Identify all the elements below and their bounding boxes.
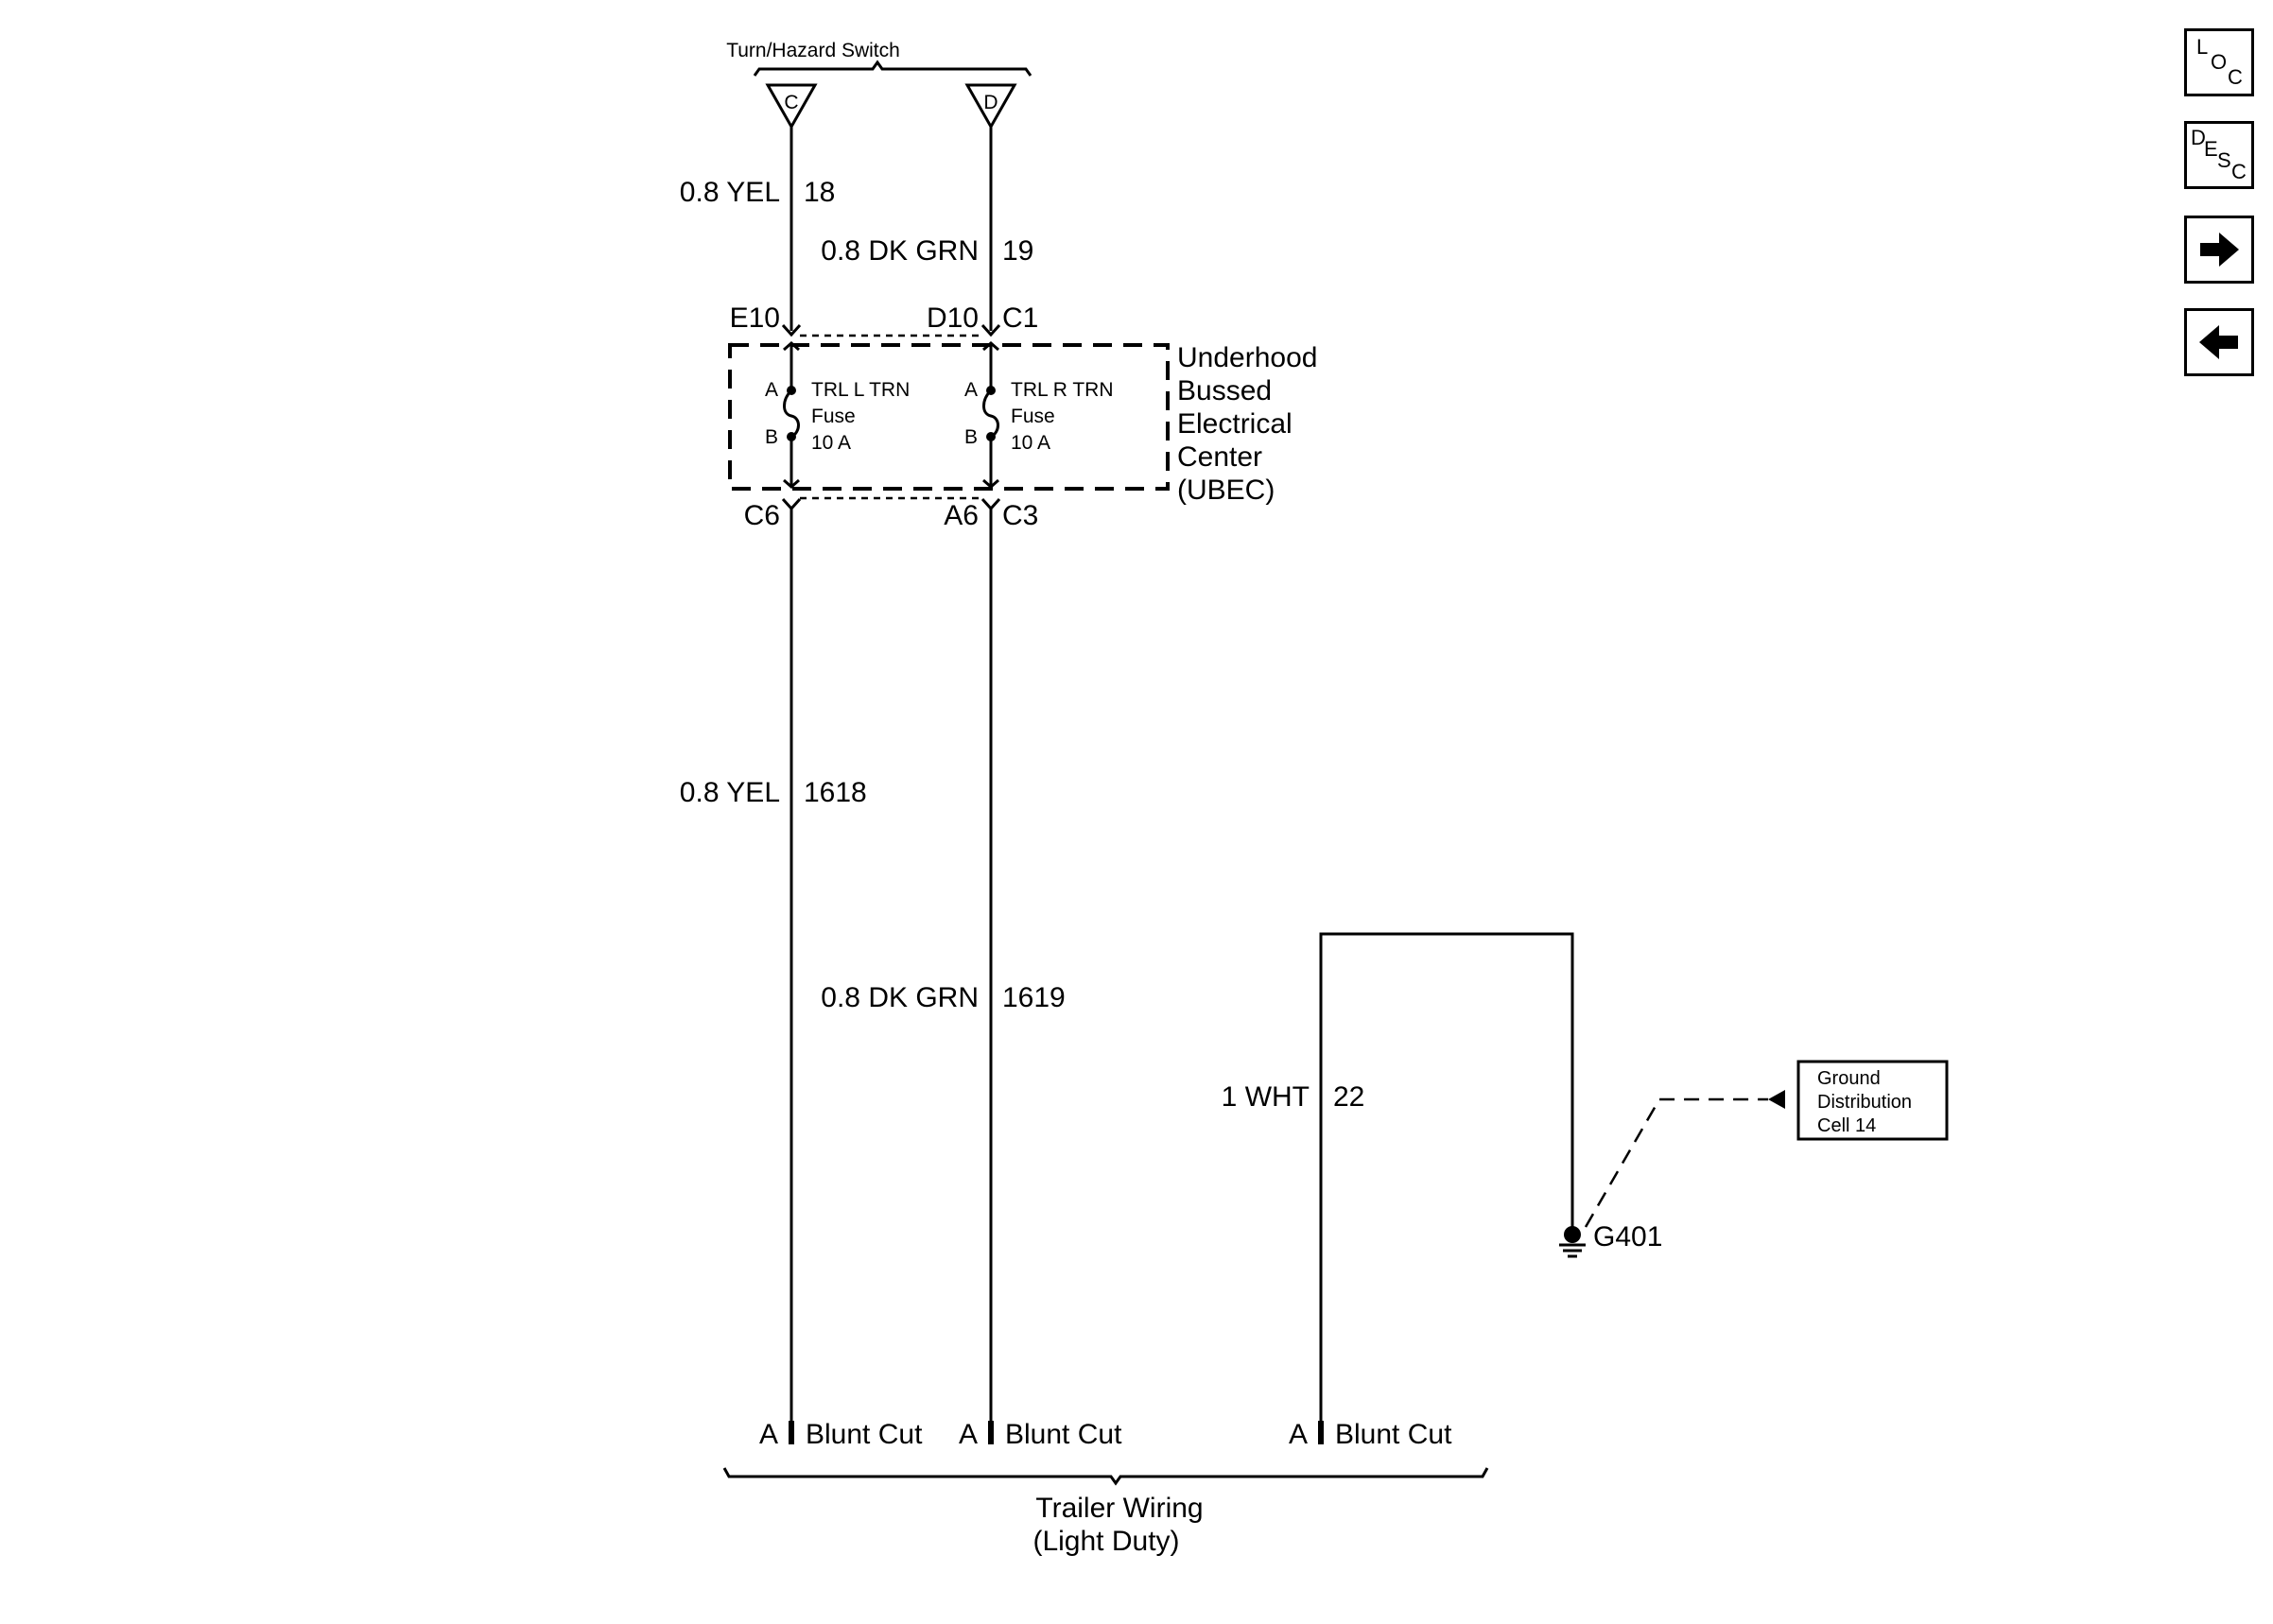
wire-1619-gauge: 0.8 DK GRN — [821, 982, 979, 1013]
switch-pin-c — [765, 83, 818, 130]
blunt-cut-1-label: Blunt Cut — [806, 1419, 923, 1450]
fuse-r-type: Fuse — [1011, 406, 1055, 427]
wire-18-gauge: 0.8 YEL — [680, 177, 780, 208]
wire-1618-gauge: 0.8 YEL — [680, 777, 780, 808]
desc-letter-e: E — [2204, 137, 2218, 161]
fuse-r-pin-b: B — [964, 426, 978, 448]
loc-letter-c: C — [2228, 65, 2243, 89]
ground-ref-line3: Cell 14 — [1817, 1115, 1876, 1136]
blunt-cut-3-label: Blunt Cut — [1335, 1419, 1452, 1450]
blunt-cut-2-label: Blunt Cut — [1005, 1419, 1122, 1450]
fuse-l-pin-b: B — [765, 426, 778, 448]
switch-title: Turn/Hazard Switch — [726, 40, 900, 61]
ubec-pin-a6: A6 — [944, 500, 979, 531]
fuse-r-name: TRL R TRN — [1011, 379, 1114, 401]
blunt-cut-3-pin: A — [1289, 1419, 1308, 1450]
ubec-label-line2: Bussed — [1177, 375, 1272, 406]
switch-bracket — [753, 60, 1032, 77]
ubec-label-line4: Center — [1177, 441, 1262, 473]
prev-button[interactable] — [2184, 308, 2254, 376]
switch-pin-d — [964, 83, 1017, 130]
ubec-label-line1: Underhood — [1177, 342, 1317, 373]
ground-icon — [1559, 1226, 1586, 1258]
trailer-label-line2: (Light Duty) — [1032, 1526, 1179, 1557]
next-button[interactable] — [2184, 216, 2254, 284]
switch-pin-d-label: D — [983, 92, 998, 113]
fuse-l-name: TRL L TRN — [811, 379, 910, 401]
wire-1619-circuit: 1619 — [1002, 982, 1066, 1013]
fuse-l-type: Fuse — [811, 406, 856, 427]
wire-22 — [1319, 932, 1574, 1444]
desc-letter-c: C — [2231, 160, 2247, 183]
ubec-label-line5: (UBEC) — [1177, 475, 1275, 506]
loc-letter-l: L — [2196, 35, 2209, 59]
wire-18-circuit: 18 — [804, 177, 835, 208]
desc-letter-d: D — [2191, 126, 2206, 149]
desc-button[interactable]: D E S C — [2184, 121, 2254, 189]
ground-ref-line — [1584, 1097, 1768, 1228]
fuse-trl-r-trn — [982, 341, 999, 489]
ubec-pin-e10: E10 — [730, 302, 780, 334]
loc-button[interactable]: L O C — [2184, 28, 2254, 96]
ground-label: G401 — [1593, 1221, 1662, 1253]
ground-ref-line2: Distribution — [1817, 1092, 1912, 1113]
ubec-label-line3: Electrical — [1177, 408, 1293, 440]
ubec-box — [728, 343, 1170, 491]
ground-ref-line1: Ground — [1817, 1068, 1881, 1089]
arrow-left-icon — [2199, 325, 2238, 359]
loc-letter-o: O — [2211, 50, 2228, 74]
fuse-trl-l-trn — [783, 341, 800, 489]
blunt-cut-1-pin: A — [759, 1419, 778, 1450]
ground-distribution-link[interactable] — [1796, 1060, 1949, 1141]
trailer-bracket — [722, 1467, 1489, 1486]
switch-pin-c-label: C — [784, 92, 798, 113]
ubec-pin-c3: C3 — [1002, 500, 1038, 531]
ubec-pin-d10: D10 — [927, 302, 979, 334]
fuse-l-pin-a: A — [765, 379, 778, 401]
arrow-right-icon — [2200, 233, 2239, 267]
wire-22-circuit: 22 — [1333, 1081, 1364, 1113]
trailer-label-line1: Trailer Wiring — [1035, 1493, 1203, 1524]
wire-19-gauge: 0.8 DK GRN — [821, 235, 979, 267]
desc-letter-s: S — [2217, 148, 2231, 172]
ground-ref-arrow-icon — [1768, 1090, 1785, 1109]
ubec-pin-c6: C6 — [744, 500, 780, 531]
fuse-r-pin-a: A — [964, 379, 978, 401]
fuse-l-rating: 10 A — [811, 432, 851, 454]
wire-1618-circuit: 1618 — [804, 777, 867, 808]
fuse-r-rating: 10 A — [1011, 432, 1050, 454]
blunt-cut-2-pin: A — [959, 1419, 978, 1450]
ubec-pin-c1: C1 — [1002, 302, 1038, 334]
wire-19-circuit: 19 — [1002, 235, 1033, 267]
wire-22-gauge: 1 WHT — [1222, 1081, 1310, 1113]
